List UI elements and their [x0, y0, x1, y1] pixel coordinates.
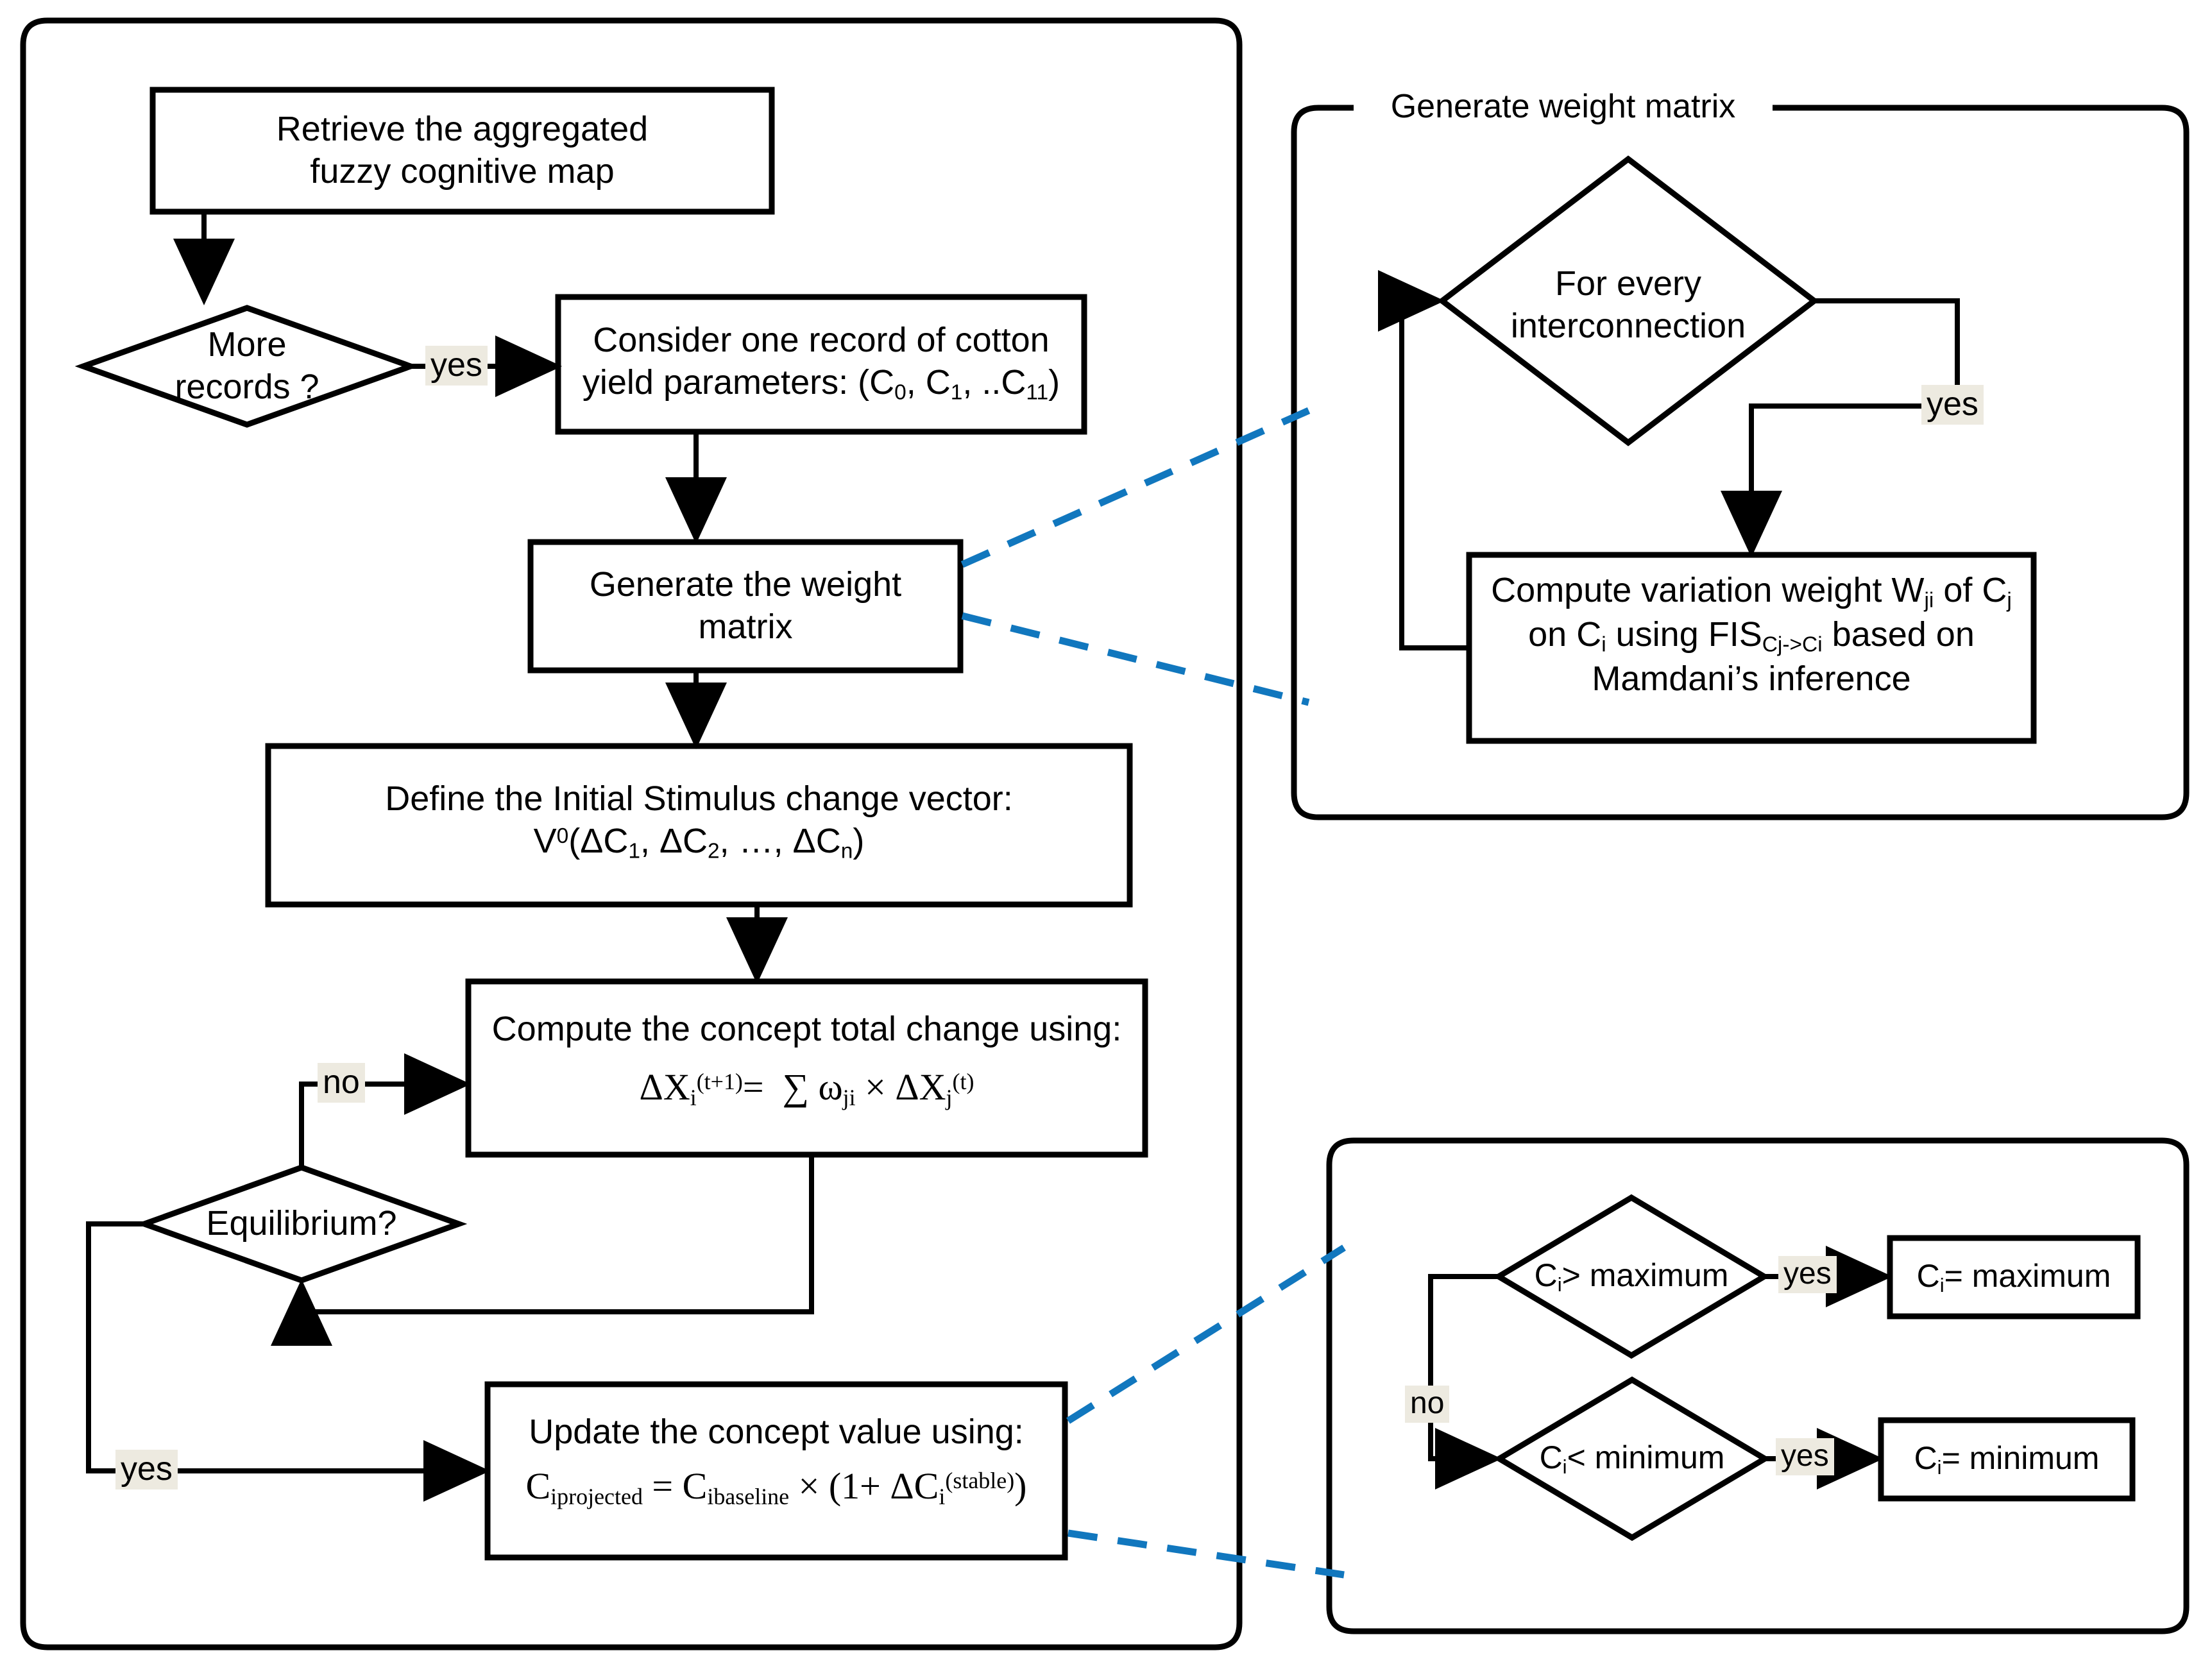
edge-label-equilibrium-no: no	[318, 1063, 365, 1103]
edge-yes-to-compute-variation	[1721, 403, 1957, 557]
edge-interconnection-yes-down	[1814, 298, 1960, 406]
compute-variation-box	[1466, 552, 2037, 744]
more-records-diamond	[74, 305, 420, 428]
edge-label-max-no: no	[1405, 1386, 1450, 1423]
generate-weight-box	[527, 539, 964, 674]
define-stimulus-label: Define the Initial Stimulus change vecto…	[385, 779, 1013, 863]
ci-eq-minimum-label: Ci= minimum	[1914, 1440, 2100, 1479]
edge-label-interconnection-yes: yes	[1921, 385, 1984, 425]
edge-interconnection-loop-return	[1378, 270, 1469, 650]
ci-eq-maximum-box	[1887, 1235, 2141, 1319]
edge-compute-loopback-to-equilibrium	[271, 1155, 814, 1346]
clamp-panel-border	[1326, 1137, 2190, 1634]
edge-label-equilibrium-yes: yes	[115, 1450, 178, 1489]
callout-generate-weight-lower	[961, 612, 1310, 706]
edge-equilibrium-no-to-compute	[299, 1053, 471, 1167]
callout-update-concept-lower	[1068, 1529, 1345, 1579]
retrieve-box	[149, 87, 775, 215]
ci-eq-maximum-label: Ci= maximum	[1916, 1258, 2111, 1296]
edge-label-more-records-yes: yes	[425, 346, 488, 386]
update-concept-box	[484, 1381, 1068, 1561]
ci-lt-minimum-label: Ci< minimum	[1539, 1439, 1725, 1478]
define-stimulus-box	[265, 743, 1133, 908]
equilibrium-label: Equilibrium?	[206, 1204, 397, 1243]
ci-gt-maximum-diamond	[1493, 1194, 1770, 1359]
for-every-interconnection-diamond	[1437, 155, 1819, 446]
callout-generate-weight-upper	[960, 407, 1311, 568]
ci-gt-maximum-label: Ci> maximum	[1534, 1257, 1729, 1296]
generate-weight-label: Generate the weight matrix	[589, 565, 902, 646]
ci-lt-minimum-diamond	[1493, 1376, 1771, 1541]
edge-label-max-yes: yes	[1778, 1256, 1837, 1293]
edge-max-no-to-min	[1428, 1274, 1502, 1489]
main-panel-border	[20, 17, 1243, 1650]
update-concept-label: Update the concept value using: Ciprojec…	[525, 1413, 1027, 1509]
consider-record-box	[555, 294, 1087, 435]
compute-change-box	[465, 978, 1148, 1158]
weight-matrix-panel-title: Generate weight matrix	[1354, 87, 1773, 128]
edge-label-min-yes: yes	[1776, 1438, 1834, 1475]
for-every-interconnection-label: For every interconnection	[1510, 264, 1746, 345]
compute-variation-label: Compute variation weight Wji of Cj on Ci…	[1491, 571, 2012, 699]
callout-update-concept-upper	[1066, 1244, 1346, 1424]
compute-change-label: Compute the concept total change using: …	[491, 1010, 1122, 1110]
consider-record-label: Consider one record of cotton yield para…	[582, 321, 1060, 405]
more-records-label: More records ?	[174, 325, 319, 406]
weight-matrix-panel-border	[1291, 105, 2190, 820]
edge-equilibrium-yes-to-update	[86, 1221, 490, 1502]
retrieve-box-label: Retrieve the aggregated fuzzy cognitive …	[276, 110, 649, 191]
